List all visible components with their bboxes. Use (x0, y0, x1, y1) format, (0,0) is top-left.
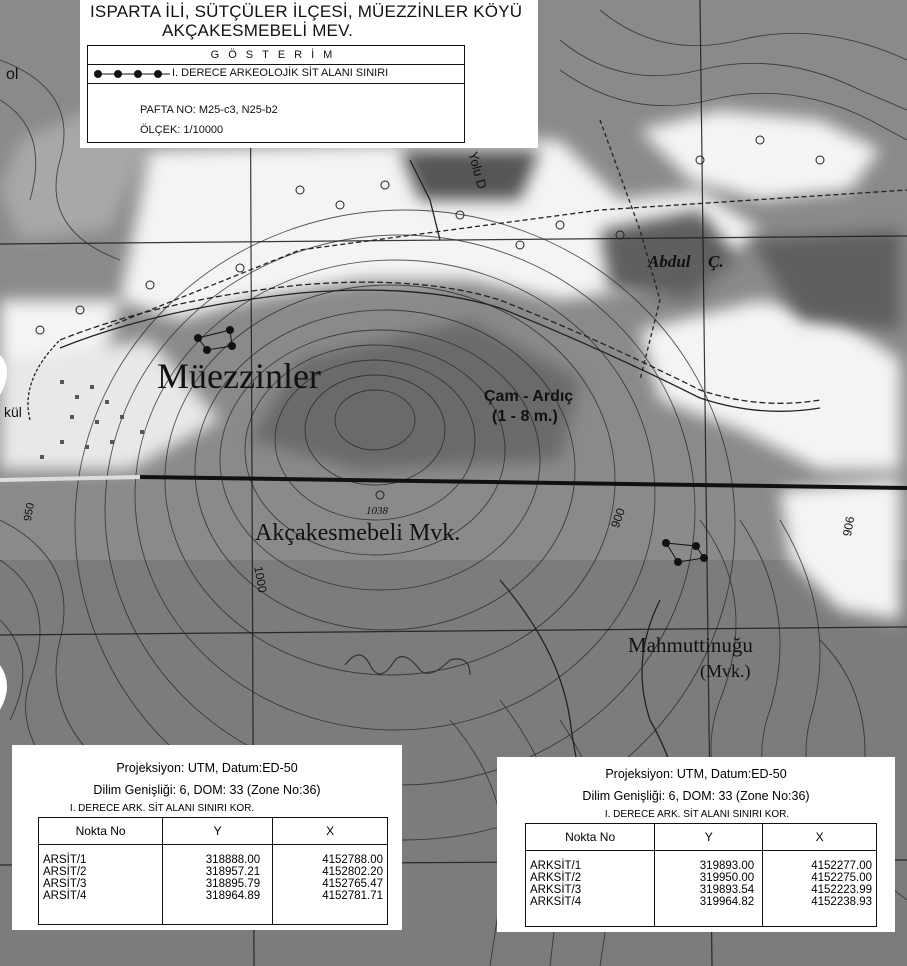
point-name: ARKSİT/2 (530, 872, 582, 884)
y-value: 319893.00 (699, 860, 755, 872)
signature-scribble (344, 654, 471, 676)
right-projection: Projeksiyon: UTM, Datum:ED-50 (605, 767, 787, 781)
right-zone: Dilim Genişliği: 6, DOM: 33 (Zone No:36) (582, 789, 810, 803)
y-value: 319964.82 (699, 896, 755, 908)
vegetation-symbols (35, 135, 825, 500)
y-value: 318957.21 (205, 866, 261, 878)
legend-row-site-boundary: I. DERECE ARKEOLOJİK SİT ALANI SINIRI (88, 65, 464, 84)
left-projection: Projeksiyon: UTM, Datum:ED-50 (116, 761, 298, 775)
x-value: 4152238.93 (811, 896, 872, 908)
forest-label: Çam - Ardıç (484, 388, 574, 405)
forest-height-label: (1 - 8 m.) (492, 408, 558, 425)
right-table: Nokta No Y X ARKSİT/1 ARKSİT/2 ARKSİT/3 … (524, 823, 877, 927)
site-markers-2 (662, 539, 708, 566)
col-header-y: Y (654, 823, 764, 851)
point-name: ARKSİT/1 (530, 860, 582, 872)
table-row: ARKSİT/1 ARKSİT/2 ARKSİT/3 ARKSİT/4 3198… (524, 850, 877, 927)
col-header-x: X (762, 823, 877, 851)
point-name: ARSİT/2 (43, 866, 87, 878)
left-zone: Dilim Genişliği: 6, DOM: 33 (Zone No:36) (93, 783, 321, 797)
x-value: 4152275.00 (811, 872, 872, 884)
y-value: 318895.79 (205, 878, 261, 890)
y-values-cell: 318888.00 318957.21 318895.79 318964.89 (162, 844, 274, 925)
abdul-suffix-label: Ç. (708, 252, 724, 271)
point-name: ARSİT/3 (43, 878, 87, 890)
x-value: 4152277.00 (811, 860, 872, 872)
y-value: 319893.54 (699, 884, 755, 896)
legend-scale: ÖLÇEK: 1/10000 (140, 124, 224, 136)
legend-box: GÖSTERİM I. DERECE ARKEOLOJİK SİT ALANI … (87, 45, 465, 143)
table-row: ARSİT/1 ARSİT/2 ARSİT/3 ARSİT/4 318888.0… (37, 844, 388, 925)
x-values-cell: 4152788.00 4152802.20 4152765.47 4152781… (272, 844, 388, 925)
y-values-cell: 319893.00 319950.00 319893.54 319964.82 (654, 850, 764, 927)
point-names-cell: ARSİT/1 ARSİT/2 ARSİT/3 ARSİT/4 (37, 844, 164, 925)
table-header-row: Nokta No Y X (524, 823, 877, 851)
coordinate-table-left: Projeksiyon: UTM, Datum:ED-50 Dilim Geni… (12, 745, 402, 930)
point-name: ARSİT/4 (43, 890, 87, 902)
legend-site-boundary-text: I. DERECE ARKEOLOJİK SİT ALANI SINIRI (172, 67, 389, 79)
contour-lines (0, 9, 907, 966)
kul-label: kül (4, 404, 22, 420)
map-title-line1: ISPARTA İLİ, SÜTÇÜLER İLÇESİ, MÜEZZİNLER… (90, 2, 523, 21)
point-name: ARSİT/1 (43, 854, 87, 866)
map-title-line2: AKÇAKESMEBELİ MEV. (162, 21, 353, 40)
legend-heading: GÖSTERİM (88, 46, 464, 65)
coordinate-table-right: Projeksiyon: UTM, Datum:ED-50 Dilim Geni… (497, 757, 895, 932)
point-name: ARKSİT/3 (530, 884, 582, 896)
abdul-label: Abdul (648, 252, 691, 271)
left-caption: I. DERECE ARK. SİT ALANI SINIRI KOR. (69, 803, 255, 814)
col-header-y: Y (162, 817, 274, 845)
point-names-cell: ARKSİT/1 ARKSİT/2 ARKSİT/3 ARKSİT/4 (524, 850, 656, 927)
x-value: 4152765.47 (322, 878, 383, 890)
right-caption: I. DERECE ARK. SİT ALANI SINIRI KOR. (604, 809, 790, 820)
sheet-boundary (139, 475, 907, 490)
x-value: 4152223.99 (811, 884, 872, 896)
col-header-point: Nokta No (524, 823, 656, 851)
point-name: ARKSİT/4 (530, 896, 582, 908)
x-value: 4152788.00 (322, 854, 383, 866)
table-header-row: Nokta No Y X (37, 817, 388, 845)
boundary-dots-icon (94, 70, 170, 78)
mahmut-label: Mahmuttinuğu (628, 633, 753, 657)
legend-sheet: PAFTA NO: M25-c3, N25-b2 (140, 104, 278, 116)
y-value: 318888.00 (205, 854, 261, 866)
locality-label: Akçakesmebeli Mvk. (255, 520, 461, 546)
village-label: Müezzinler (157, 356, 321, 396)
col-header-point: Nokta No (37, 817, 164, 845)
y-value: 319950.00 (699, 872, 755, 884)
x-values-cell: 4152277.00 4152275.00 4152223.99 4152238… (762, 850, 877, 927)
x-value: 4152802.20 (322, 866, 383, 878)
col-header-x: X (272, 817, 388, 845)
site-markers-1 (194, 326, 236, 354)
open-area (0, 110, 900, 620)
ol-label: ol (6, 66, 19, 83)
left-table: Nokta No Y X ARSİT/1 ARSİT/2 ARSİT/3 ARS… (37, 817, 388, 925)
x-value: 4152781.71 (322, 890, 383, 902)
village-pattern (40, 380, 144, 459)
title-legend-panel: ISPARTA İLİ, SÜTÇÜLER İLÇESİ, MÜEZZİNLER… (80, 0, 538, 148)
summit-height-label: 1038 (366, 505, 388, 517)
y-value: 318964.89 (205, 890, 261, 902)
mahmut-sub-label: (Mvk.) (700, 661, 751, 681)
